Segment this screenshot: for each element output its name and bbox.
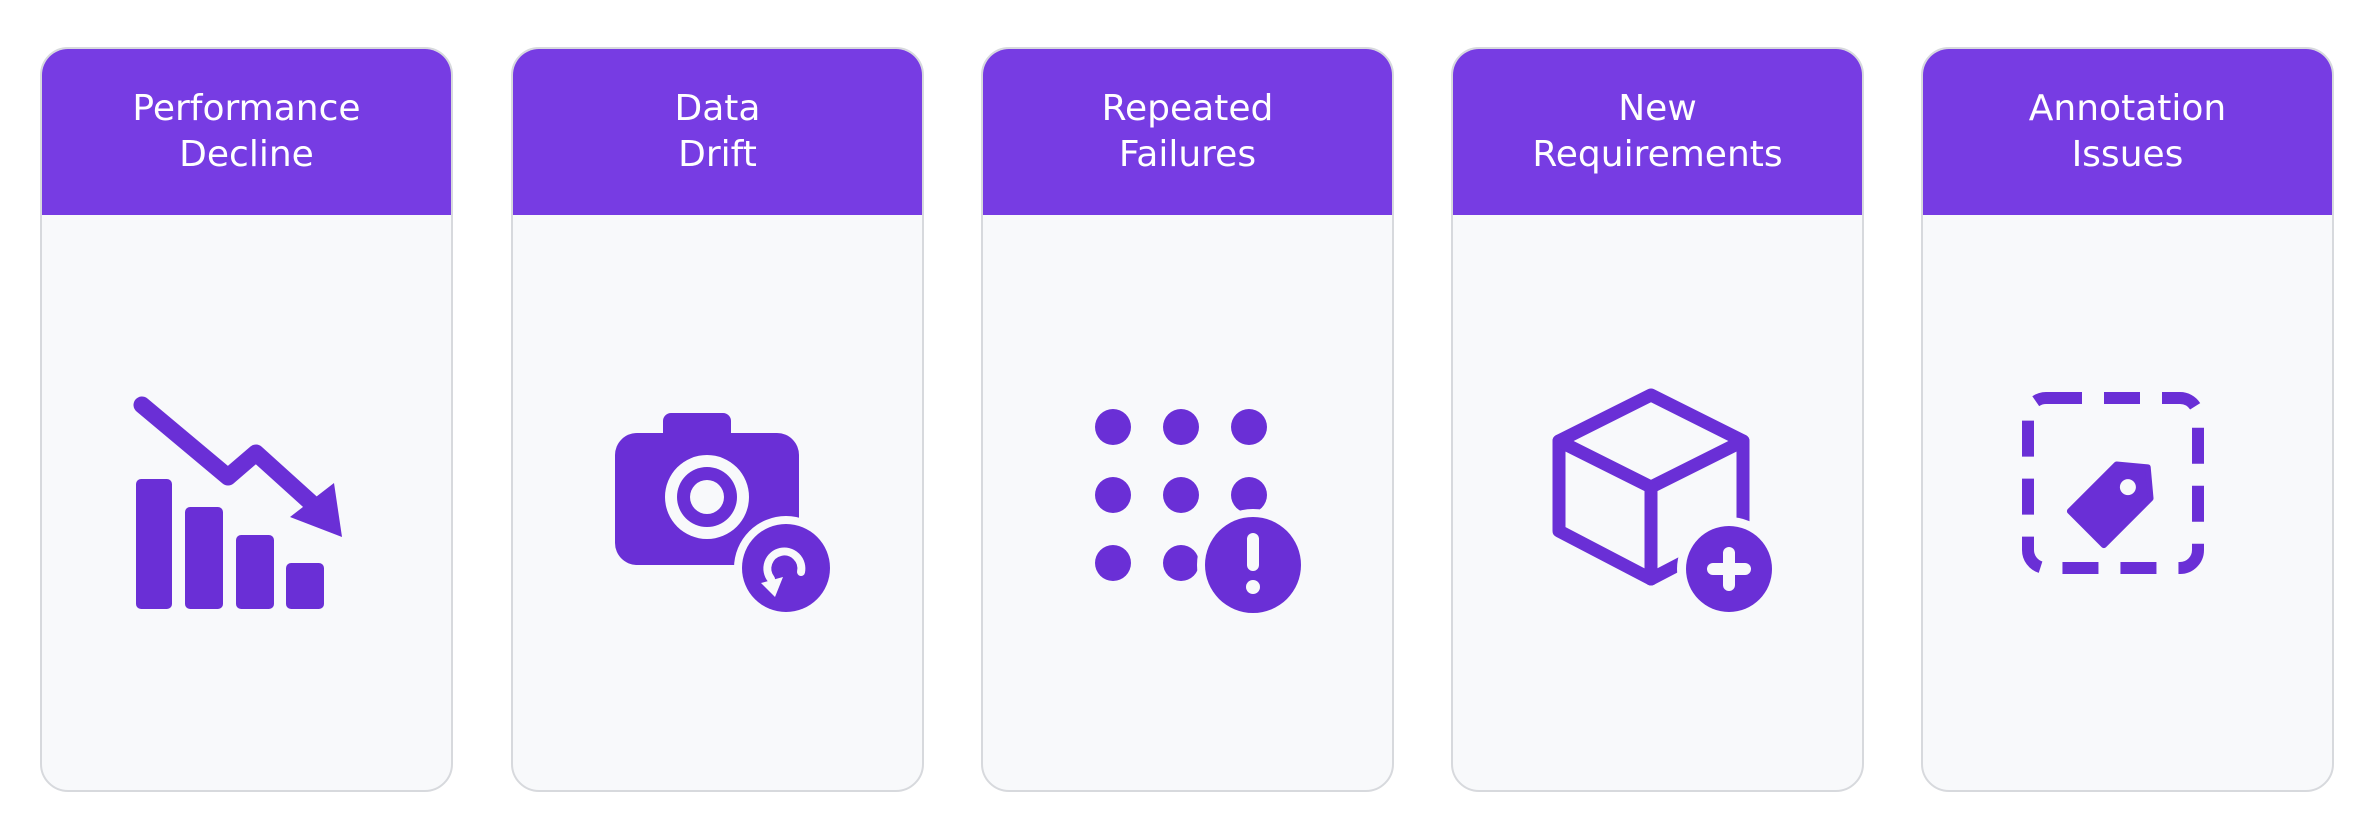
card-title-line1: Repeated	[1101, 88, 1274, 129]
card-header: Annotation Issues	[1923, 49, 2332, 215]
card-header: Repeated Failures	[983, 49, 1392, 215]
card-new-requirements: New Requirements	[1451, 47, 1864, 792]
card-title-line2: Drift	[678, 134, 757, 175]
dashed-box-tag-icon	[2022, 392, 2204, 574]
card-body	[513, 215, 922, 790]
card-data-drift: Data Drift	[511, 47, 924, 792]
card-performance-decline: Performance Decline	[40, 47, 453, 792]
declining-bar-chart-icon	[133, 396, 342, 609]
card-body	[983, 215, 1392, 790]
card-body	[1453, 215, 1862, 790]
card-header: Data Drift	[513, 49, 922, 215]
camera-refresh-icon	[615, 413, 838, 620]
card-body	[1923, 215, 2332, 790]
card-body	[42, 215, 451, 790]
card-header: New Requirements	[1453, 49, 1862, 215]
card-title-line2: Requirements	[1532, 134, 1783, 175]
box-add-icon	[1552, 388, 1781, 621]
dot-grid-alert-icon	[1095, 409, 1309, 621]
card-title-line1: Annotation	[2028, 88, 2227, 129]
card-title-line1: Performance	[132, 88, 361, 129]
card-title-line2: Decline	[179, 134, 314, 175]
card-title-line1: Data	[674, 88, 761, 129]
card-title-line1: New	[1618, 88, 1697, 129]
card-header: Performance Decline	[42, 49, 451, 215]
card-annotation-issues: Annotation Issues	[1921, 47, 2334, 792]
card-title-line2: Issues	[2071, 134, 2184, 175]
card-repeated-failures: Repeated Failures	[981, 47, 1394, 792]
card-title-line2: Failures	[1118, 134, 1257, 175]
